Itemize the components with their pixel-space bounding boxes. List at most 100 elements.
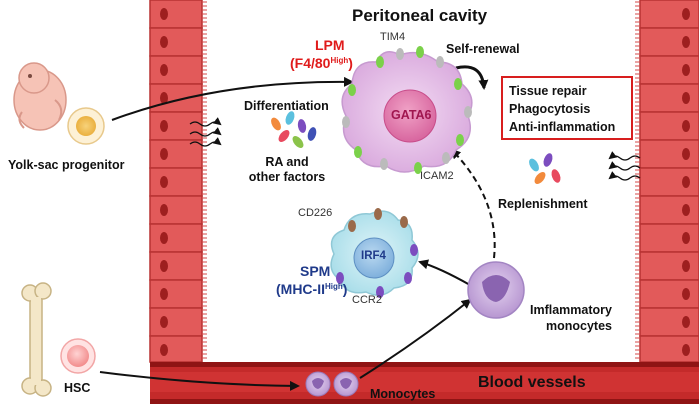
- epithelial-nucleus: [160, 36, 168, 48]
- embryo-icon: [13, 62, 67, 131]
- ra-factors-line-1: RA and: [265, 155, 309, 169]
- inflammatory-monocyte-cell: [467, 261, 525, 319]
- blood-vessels-label: Blood vessels: [478, 374, 586, 391]
- epithelial-nucleus: [682, 232, 690, 244]
- yolk-sac-progenitor-cell: [67, 107, 105, 145]
- irf4-label: IRF4: [361, 250, 386, 262]
- epithelial-cell: [639, 139, 699, 169]
- epithelial-nucleus: [682, 148, 690, 160]
- ra-factors-label: RA and other factors: [240, 155, 334, 185]
- epithelial-cell: [149, 27, 203, 57]
- epithelial-nucleus: [682, 288, 690, 300]
- epithelial-nucleus: [160, 92, 168, 104]
- epithelial-nucleus: [682, 344, 690, 356]
- tim4-label: TIM4: [380, 31, 406, 43]
- epithelial-cell: [149, 111, 203, 141]
- epithelial-cell: [639, 167, 699, 197]
- lpm-label: LPM: [315, 37, 345, 54]
- spm-cell: [330, 208, 419, 298]
- epithelial-nucleus: [682, 92, 690, 104]
- epithelial-nucleus: [682, 260, 690, 272]
- epithelial-nucleus: [682, 64, 690, 76]
- monocytes-label: Monocytes: [370, 387, 436, 401]
- signal-waves-left: [189, 117, 222, 147]
- yolk-sac-to-lpm-arrow: [111, 76, 354, 121]
- hsc-cell: [60, 338, 96, 374]
- monocytes-in-vessel: [305, 371, 359, 397]
- epithelial-cell: [149, 83, 203, 113]
- blood-vessel: [150, 362, 699, 404]
- spm-label: SPM: [300, 263, 330, 280]
- epithelial-cell: [149, 55, 203, 85]
- epithelial-cell: [639, 27, 699, 57]
- epithelial-nucleus: [682, 120, 690, 132]
- epithelial-nucleus: [160, 316, 168, 328]
- epithelial-cell: [149, 167, 203, 197]
- spm-marker-label: (MHC-IIHigh): [276, 281, 347, 298]
- epithelial-cell: [149, 279, 203, 309]
- epithelial-nucleus: [682, 8, 690, 20]
- hsc-to-monocytes-arrow: [99, 371, 300, 391]
- lpm-marker-suffix: ): [348, 55, 353, 71]
- self-renewal-curved-arrow: [455, 65, 489, 90]
- spm-marker-sup: High: [325, 282, 343, 291]
- icam2-label: ICAM2: [420, 170, 454, 182]
- epithelial-nucleus: [160, 288, 168, 300]
- hsc-label: HSC: [64, 381, 91, 395]
- functions-box: Tissue repair Phagocytosis Anti-inflamma…: [501, 76, 633, 140]
- epithelial-cell: [149, 251, 203, 281]
- epithelial-cell: [149, 307, 203, 337]
- epithelial-nucleus: [160, 148, 168, 160]
- factors-cluster-right: [529, 153, 561, 184]
- spm-marker-suffix: ): [342, 281, 348, 297]
- epithelial-nucleus: [682, 204, 690, 216]
- function-phagocytosis: Phagocytosis: [509, 102, 591, 116]
- signal-waves-right: [608, 151, 641, 181]
- spm-marker-prefix: (MHC-II: [276, 281, 325, 297]
- epithelial-nucleus: [160, 204, 168, 216]
- diagram-title: Peritoneal cavity: [352, 6, 488, 25]
- epithelial-nucleus: [160, 8, 168, 20]
- epithelial-nucleus: [682, 176, 690, 188]
- lpm-name: LPM: [315, 37, 345, 53]
- lpm-cell: [341, 46, 473, 174]
- replenishment-label: Replenishment: [498, 197, 588, 211]
- gata6-label: GATA6: [391, 108, 432, 122]
- epithelial-cell: [149, 0, 203, 29]
- replenishment-dashed-arrow: [450, 148, 496, 259]
- epithelial-cell: [639, 195, 699, 225]
- left-epithelial-wall: [149, 0, 207, 363]
- epithelial-cell: [639, 55, 699, 85]
- ccr2-label: CCR2: [352, 294, 382, 306]
- ra-factors-cluster: [271, 111, 317, 148]
- epithelial-cell: [639, 0, 699, 29]
- spm-name: SPM: [300, 263, 331, 279]
- bone-icon: [21, 282, 52, 397]
- epithelial-nucleus: [160, 232, 168, 244]
- inflammatory-label-line-2: monocytes: [546, 319, 612, 333]
- lpm-marker-sup: High: [330, 56, 349, 65]
- epithelial-cell: [639, 111, 699, 141]
- epithelial-nucleus: [160, 344, 168, 356]
- epithelial-nucleus: [160, 120, 168, 132]
- yolk-sac-label: Yolk-sac progenitor: [8, 158, 125, 172]
- cd226-label: CD226: [298, 207, 333, 219]
- self-renewal-label: Self-renewal: [446, 42, 520, 56]
- epithelial-cell: [149, 223, 203, 253]
- epithelial-cell: [149, 335, 203, 363]
- lpm-marker-label: (F4/80High): [290, 55, 353, 72]
- epithelial-nucleus: [160, 64, 168, 76]
- epithelial-cell: [639, 83, 699, 113]
- inflammatory-label-line-1: Imflammatory: [530, 303, 612, 317]
- epithelial-cell: [639, 279, 699, 309]
- right-epithelial-wall: [635, 0, 699, 363]
- differentiation-label: Differentiation: [244, 99, 329, 113]
- epithelial-cell: [149, 195, 203, 225]
- monocytes-to-inflammatory-arrow: [359, 298, 472, 379]
- lpm-marker-prefix: (F4/80: [290, 55, 331, 71]
- epithelial-nucleus: [160, 260, 168, 272]
- function-tissue-repair: Tissue repair: [509, 84, 587, 98]
- epithelial-nucleus: [682, 316, 690, 328]
